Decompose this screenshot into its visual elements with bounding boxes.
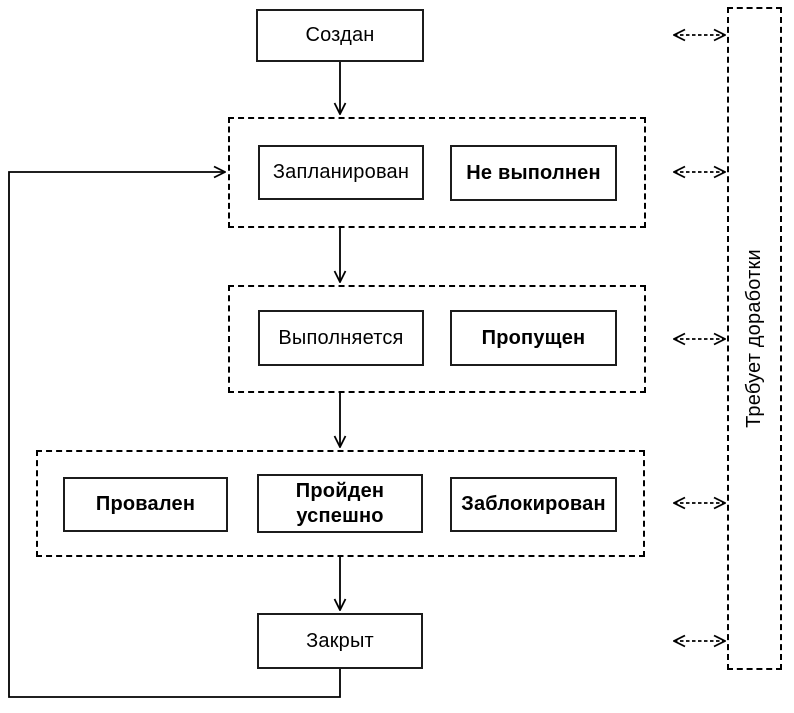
- state-box-requires-rework: Требует доработки: [727, 7, 782, 670]
- state-label-closed: Закрыт: [306, 629, 374, 652]
- state-box-failed: Провален: [63, 477, 228, 532]
- state-box-planned: Запланирован: [258, 145, 424, 200]
- state-box-passed: Пройден успешно: [257, 474, 423, 533]
- state-box-blocked: Заблокирован: [450, 477, 617, 532]
- state-label-passed: Пройден успешно: [295, 479, 385, 527]
- state-box-not-performed: Не выполнен: [450, 145, 617, 201]
- state-label-requires-rework: Требует доработки: [743, 249, 765, 428]
- state-label-not-performed: Не выполнен: [466, 161, 601, 184]
- state-label-failed: Провален: [95, 493, 196, 515]
- state-box-created: Создан: [256, 9, 424, 62]
- group-result-states: [36, 450, 645, 557]
- state-label-skipped: Пропущен: [481, 326, 586, 349]
- state-box-closed: Закрыт: [257, 613, 423, 669]
- group-running-states: [228, 285, 646, 393]
- state-label-created: Создан: [305, 24, 375, 46]
- arrow-loop-closed-to-planned: [8, 172, 341, 698]
- state-label-blocked: Заблокирован: [461, 493, 606, 515]
- state-box-skipped: Пропущен: [450, 310, 617, 366]
- state-label-planned: Запланирован: [272, 161, 410, 183]
- state-label-in-progress: Выполняется: [278, 326, 404, 349]
- group-planned-states: [228, 117, 646, 228]
- state-box-in-progress: Выполняется: [258, 310, 424, 366]
